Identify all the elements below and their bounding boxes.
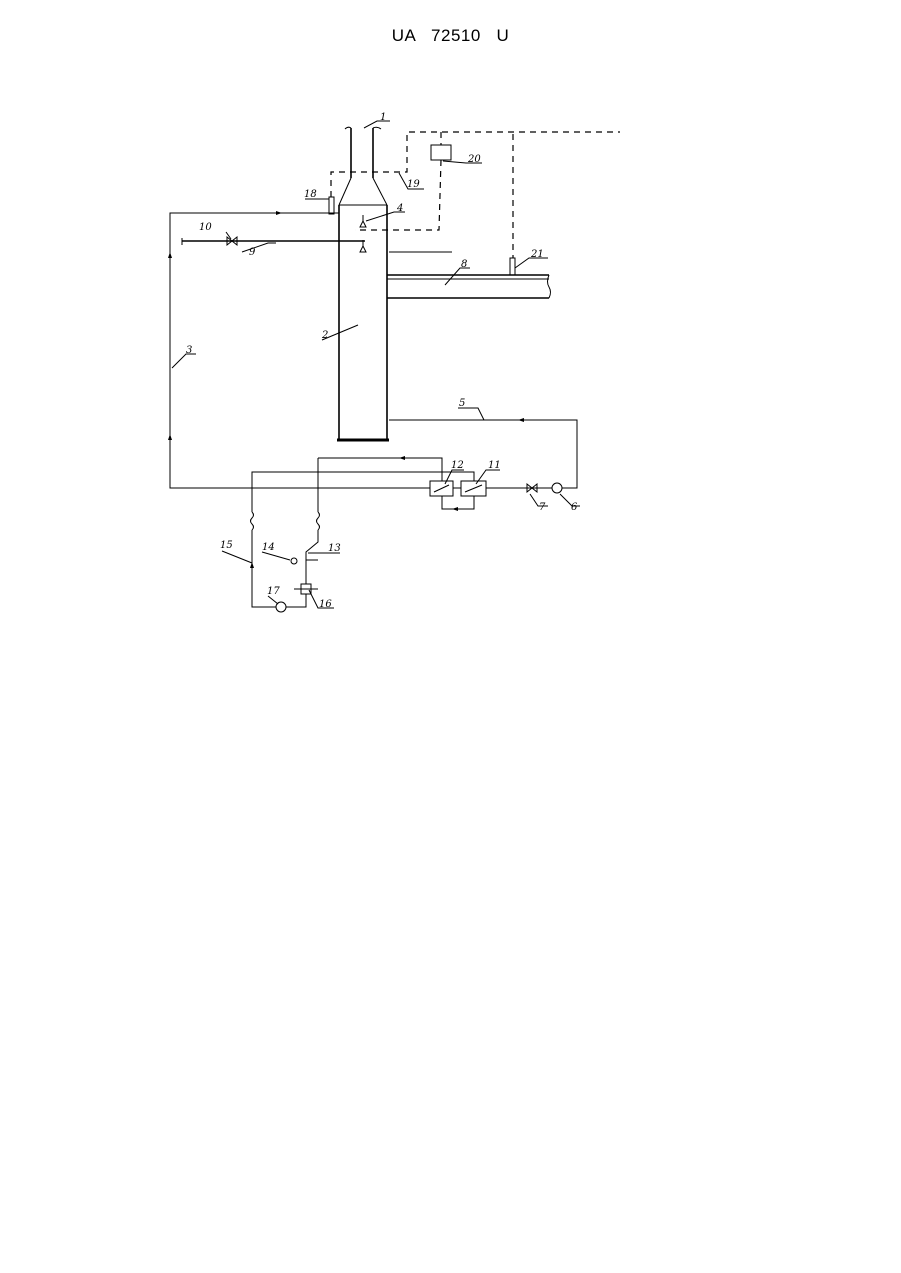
sensor-21 (510, 258, 515, 275)
gas-duct (387, 275, 551, 298)
label-9: 9 (249, 247, 256, 258)
water-supply-line (182, 237, 365, 245)
label-13: 13 (328, 543, 341, 554)
label-16: 16 (319, 599, 332, 610)
label-2: 2 (321, 330, 328, 341)
label-17: 17 (267, 586, 280, 597)
callout-labels: 1 2 3 4 5 6 7 8 9 10 11 12 13 14 15 16 1… (186, 112, 578, 610)
pump-6 (552, 483, 562, 493)
label-6: 6 (571, 502, 578, 513)
label-8: 8 (461, 259, 467, 270)
lower-loop (250, 458, 320, 607)
valve-7 (486, 484, 552, 492)
label-1: 1 (380, 112, 386, 123)
label-19: 19 (407, 179, 420, 190)
gauge-14 (291, 558, 297, 564)
label-14: 14 (262, 542, 275, 553)
label-3: 3 (186, 345, 192, 356)
label-21: 21 (530, 249, 544, 260)
label-18: 18 (304, 189, 317, 200)
control-signal-lines (331, 132, 620, 258)
label-5: 5 (459, 398, 465, 409)
controller-20 (431, 145, 451, 160)
label-7: 7 (539, 502, 546, 513)
label-11: 11 (488, 460, 501, 471)
label-4: 4 (396, 203, 403, 214)
callout-leaders (172, 121, 580, 608)
label-15: 15 (220, 540, 233, 551)
label-20: 20 (467, 154, 481, 165)
spray-nozzles (360, 215, 366, 252)
label-12: 12 (451, 460, 464, 471)
label-10: 10 (199, 222, 212, 233)
return-pipe-3 (168, 211, 430, 488)
discharge-pipe-5 (389, 418, 577, 488)
chimney-stack (339, 127, 387, 205)
sensor-18 (329, 197, 334, 214)
